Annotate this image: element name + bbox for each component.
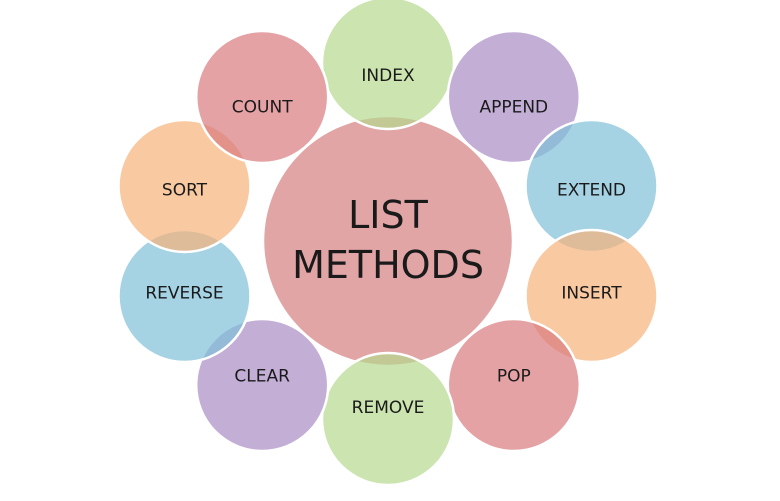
method-label-remove: REMOVE: [352, 398, 425, 418]
center-title-line1: LIST: [348, 193, 428, 237]
method-label-count: COUNT: [232, 98, 293, 118]
method-circle-insert: [524, 228, 659, 364]
method-circle-clear: [194, 317, 330, 453]
method-circle-pop: [446, 317, 582, 453]
method-label-insert: INSERT: [561, 283, 622, 303]
method-circle-index: [320, 0, 456, 131]
center-node: [261, 114, 515, 368]
method-label-index: INDEX: [361, 66, 415, 86]
method-circle-count: [194, 29, 330, 165]
method-circle-append: [446, 29, 582, 165]
method-label-reverse: REVERSE: [145, 283, 223, 303]
center-circle: [261, 114, 515, 368]
method-label-clear: CLEAR: [234, 366, 290, 386]
method-label-append: APPEND: [479, 98, 548, 118]
method-circle-sort: [117, 118, 252, 254]
method-label-pop: POP: [497, 366, 531, 386]
center-title-line2: METHODS: [292, 243, 484, 287]
method-label-sort: SORT: [162, 181, 208, 201]
method-circle-remove: [320, 351, 456, 487]
method-label-extend: EXTEND: [557, 181, 626, 201]
